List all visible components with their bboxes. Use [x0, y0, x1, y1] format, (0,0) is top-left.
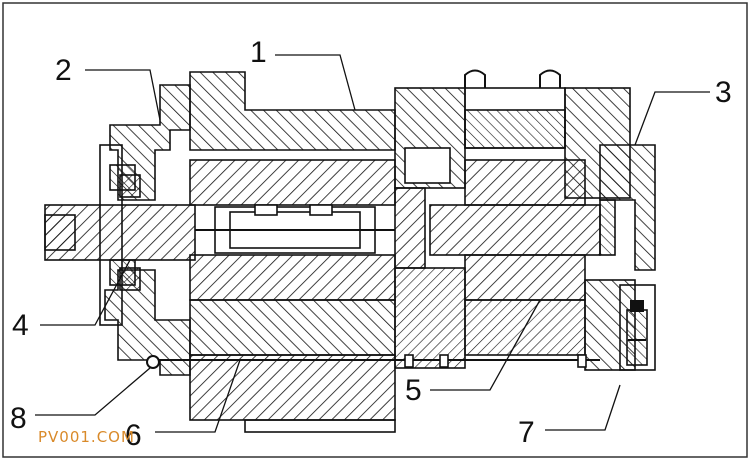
main-housing [189, 71, 396, 433]
callout-1: 1 [250, 36, 267, 69]
relief-valve [619, 284, 656, 371]
leader-5 [430, 299, 541, 391]
middle-block [394, 87, 631, 369]
leader-1 [275, 54, 356, 111]
callout-8: 8 [10, 402, 27, 435]
tie-rod [146, 354, 600, 369]
leader-8 [35, 367, 151, 416]
leader-lines [35, 54, 710, 433]
callout-3: 3 [715, 76, 732, 109]
leader-7 [545, 384, 621, 431]
callout-5: 5 [405, 374, 422, 407]
callout-labels: 1 2 3 4 5 6 7 8 [10, 36, 732, 452]
lower-screw-rotor [189, 254, 396, 301]
leader-3 [634, 91, 710, 146]
lifting-eyes [464, 69, 561, 88]
rotor-cavity [195, 204, 395, 254]
drive-shaft [44, 204, 196, 261]
leader-4 [40, 259, 131, 326]
bearing [119, 174, 141, 291]
callout-4: 4 [12, 309, 29, 342]
leader-6 [155, 359, 241, 433]
watermark: PV001.COM [38, 428, 135, 446]
callout-7: 7 [518, 416, 535, 449]
upper-screw-rotor [189, 159, 396, 206]
leader-2 [85, 69, 161, 121]
callout-6: 6 [125, 419, 142, 452]
callout-2: 2 [55, 54, 72, 87]
